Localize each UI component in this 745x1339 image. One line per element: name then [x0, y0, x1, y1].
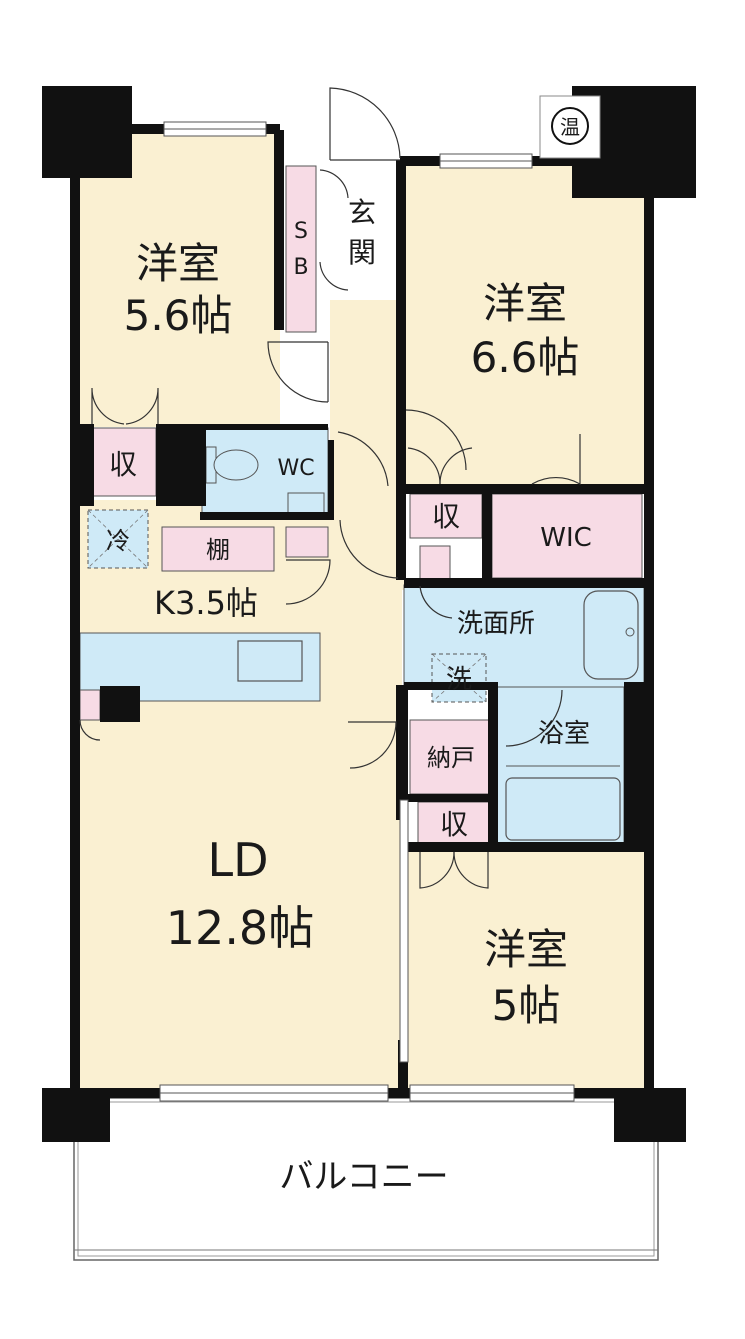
- ld-name: LD: [207, 833, 268, 887]
- washbasin-drain: [625, 627, 635, 637]
- water-heater: 温: [539, 95, 601, 159]
- storeroom-label: 納戸: [427, 744, 475, 772]
- shoe-box-label-top: S: [294, 219, 308, 244]
- shelf-label: 棚: [206, 536, 230, 564]
- bathroom-label: 浴室: [538, 719, 590, 749]
- appliance-spaces: [87, 509, 487, 703]
- wic-label: WIC: [540, 523, 592, 553]
- entrance-char-1: 玄: [348, 196, 376, 229]
- kitchen-label: K3.5帖: [154, 584, 258, 622]
- balcony: [73, 1097, 659, 1261]
- ld-size: 12.8帖: [166, 901, 314, 955]
- pillar-se: [614, 1088, 686, 1142]
- wic-area: [491, 493, 643, 579]
- closet-se-label: 収: [440, 808, 468, 841]
- entrance-label-2: 関: [348, 236, 376, 269]
- wet-areas: [79, 427, 645, 844]
- pillar-nw: [42, 86, 132, 178]
- entrance-char-2: 関: [348, 236, 376, 269]
- western-room-nw-size: 5.6帖: [124, 291, 233, 340]
- bathtub: [505, 777, 621, 841]
- water-heater-label: 温: [560, 115, 580, 139]
- western-room-se-name: 洋室: [484, 925, 568, 974]
- balcony-label: バルコニー: [279, 1157, 448, 1197]
- shelf: [161, 526, 275, 572]
- windows: [159, 121, 575, 1102]
- closet-ld-small: [79, 689, 101, 721]
- western-room-se-floor: [406, 848, 648, 1088]
- closet-nw-label: 収: [109, 448, 137, 481]
- western-room-se-size: 5帖: [492, 981, 561, 1030]
- toilet-basin: [287, 492, 325, 514]
- closet-hall-small: [419, 545, 451, 583]
- western-room-nw-name: 洋室: [136, 239, 220, 288]
- ld-floor: [80, 686, 402, 1088]
- toilet-bowl: [213, 449, 259, 481]
- fridge-space: [87, 509, 149, 569]
- entrance-label: 玄: [348, 196, 376, 229]
- storage-areas: [79, 165, 643, 847]
- doors: [79, 87, 581, 889]
- washer-label: 洗: [446, 665, 472, 695]
- toilet-label: WC: [277, 456, 314, 481]
- western-room-nw-floor: [80, 132, 280, 427]
- storeroom-area: [409, 719, 493, 795]
- western-room-ne-name: 洋室: [483, 279, 567, 328]
- kitchen-sink: [237, 640, 303, 682]
- western-room-ne-floor: [404, 165, 646, 487]
- closet-small-k: [285, 526, 329, 558]
- walls: [42, 86, 696, 1142]
- shoe-box: [285, 165, 317, 333]
- closet-ne-label: 収: [432, 500, 460, 533]
- water-heater-icon: [551, 107, 589, 145]
- shoe-box-label-bottom: B: [293, 255, 308, 280]
- fridge-label: 冷: [106, 527, 130, 555]
- room-labels: 洋室 5.6帖 玄 関 S B 洋室 6.6帖 収 WC 冷 棚 K3.5帖 収…: [106, 196, 592, 1197]
- washbasin: [583, 590, 639, 680]
- western-room-ne-size: 6.6帖: [471, 333, 580, 382]
- washroom-label: 洗面所: [457, 609, 535, 639]
